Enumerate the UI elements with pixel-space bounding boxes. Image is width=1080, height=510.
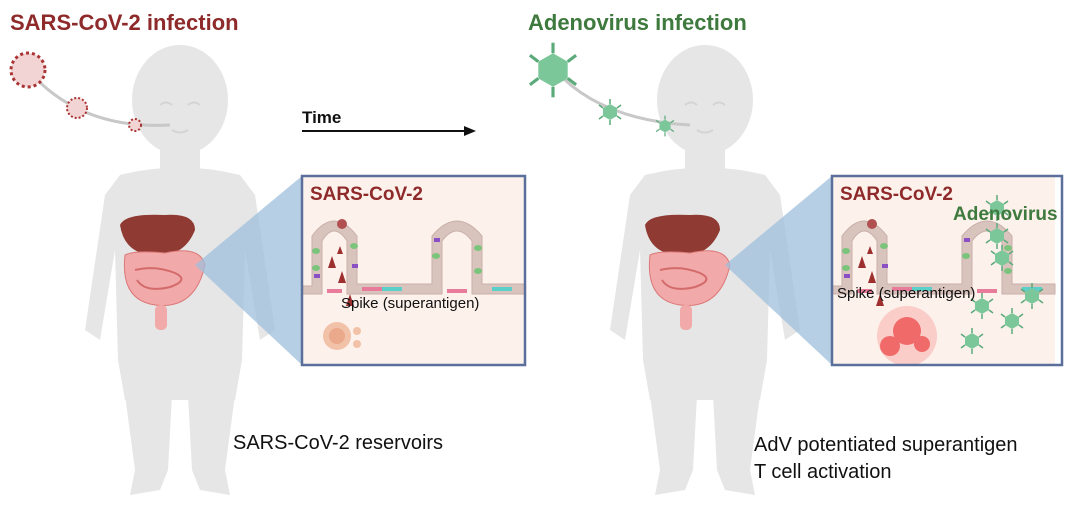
- inset-left: [300, 174, 527, 367]
- inset-right: [830, 174, 1064, 367]
- inset-left-title: SARS-CoV-2: [310, 184, 423, 205]
- sars-infection-title: SARS-CoV-2 infection: [10, 10, 239, 35]
- left-caption: SARS-CoV-2 reservoirs: [233, 432, 444, 454]
- adenovirus-infection-title: Adenovirus infection: [528, 10, 747, 35]
- inset-right-spike-label: Spike (superantigen): [837, 285, 976, 302]
- sars-virus-icons: [9, 51, 171, 132]
- adenovirus-icons: [528, 41, 691, 137]
- zoom-projection-right: [725, 176, 832, 365]
- inset-left-spike-label: Spike (superantigen): [341, 295, 480, 312]
- time-label: Time: [302, 108, 342, 127]
- right-caption-line2: T cell activation: [754, 461, 892, 483]
- inset-right-adenovirus-label: Adenovirus: [953, 204, 1058, 225]
- time-arrow: [302, 126, 476, 136]
- inset-right-title: SARS-CoV-2: [840, 184, 953, 205]
- right-caption-line1: AdV potentiated superantigen: [754, 434, 1018, 456]
- zoom-projection-left: [195, 176, 302, 365]
